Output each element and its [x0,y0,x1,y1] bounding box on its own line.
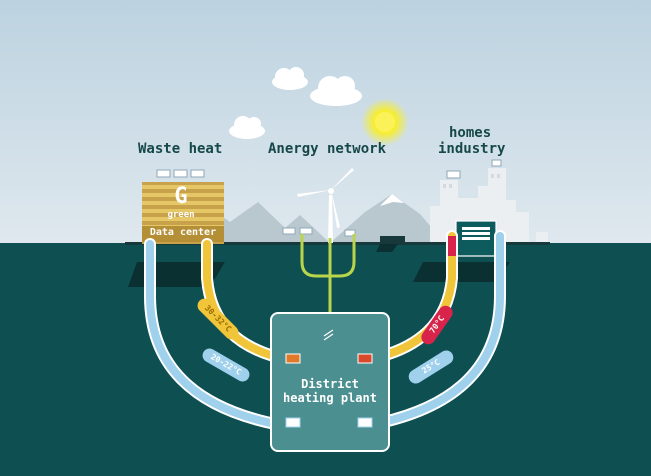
anergy-network-label: Anergy network [268,141,387,157]
solar-panel-icon [156,169,205,178]
data-center-building [142,169,224,244]
plant-label-line1: District [301,377,359,391]
solar-panel-icon [282,227,356,237]
pipe-home-return [364,230,506,431]
cloud-icon [272,67,308,90]
data-center-name: Data center [149,227,217,238]
pipe-dc-return [144,238,286,431]
cloud-icon [229,116,265,139]
cloud-icon [310,76,362,106]
data-center-logo-letter: G [174,184,188,209]
homes-label: homes [449,125,492,141]
pump-icon [285,353,373,428]
heat-exchanger-icon [455,220,497,257]
solar-panel-icon [446,159,502,179]
wind-turbine-icon [297,168,354,243]
district-heating-plant-label: District heating plant [271,377,389,405]
sky [0,0,651,243]
pill-dc-return [202,348,250,382]
waste-heat-label: Waste heat [138,141,223,157]
data-center-brand: green [167,210,195,220]
district-heating-plant [270,312,390,452]
sun-icon [361,98,409,146]
pill-dc-supply [197,298,239,340]
pill-home-supply [421,305,453,345]
industry-label: industry [438,141,506,157]
plant-label-line2: heating plant [283,391,377,405]
pill-home-return [408,350,454,384]
